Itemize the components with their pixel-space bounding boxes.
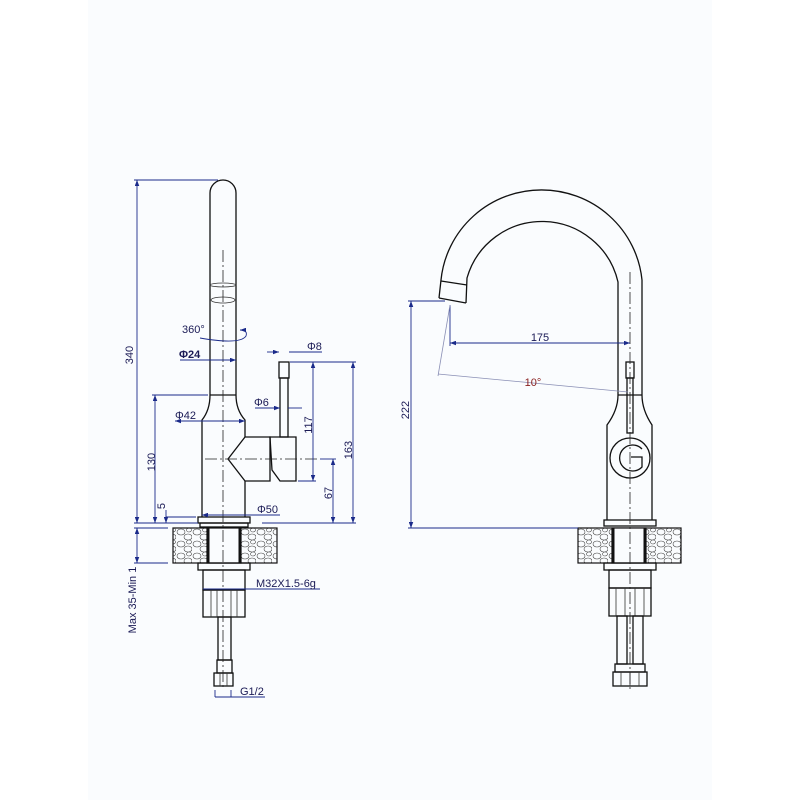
dim-body-diameter: Φ42: [175, 410, 196, 422]
dim-lever-angle: 10°: [525, 377, 542, 389]
dim-lever-length: 117: [303, 416, 315, 434]
front-view: 222 175 10°: [400, 189, 682, 690]
dim-thread: M32X1.5-6g: [256, 578, 316, 590]
dim-lever-rod-diameter: Φ6: [254, 397, 269, 409]
dimension-lines: [408, 300, 630, 529]
dim-hose-connection: G1/2: [240, 686, 264, 698]
dim-countertop-thickness: Max 35-Min 1: [127, 567, 139, 634]
dim-spout-outlet-height: 222: [400, 401, 412, 419]
dim-lever-top-height: 163: [343, 441, 355, 459]
dim-lever-tip-diameter: Φ8: [307, 341, 322, 353]
dimension-lines: [134, 179, 356, 698]
side-view: 340 130 5 163 117 67 360° Φ24 Φ42 Φ50 Φ6…: [124, 179, 356, 698]
dim-height-total: 340: [124, 346, 136, 364]
dim-spout-diameter: Φ24: [179, 349, 201, 361]
dim-base-ring: 5: [156, 503, 168, 509]
dim-body-height: 130: [146, 453, 158, 471]
faucet-front-outline: [438, 189, 682, 690]
dim-base-diameter: Φ50: [257, 504, 278, 516]
drawing-panel: [88, 0, 712, 800]
faucet-side-outline: [172, 179, 320, 690]
dim-spout-reach: 175: [531, 332, 549, 344]
dim-lever-axis-height: 67: [323, 487, 335, 499]
dim-rotation: 360°: [182, 324, 205, 336]
